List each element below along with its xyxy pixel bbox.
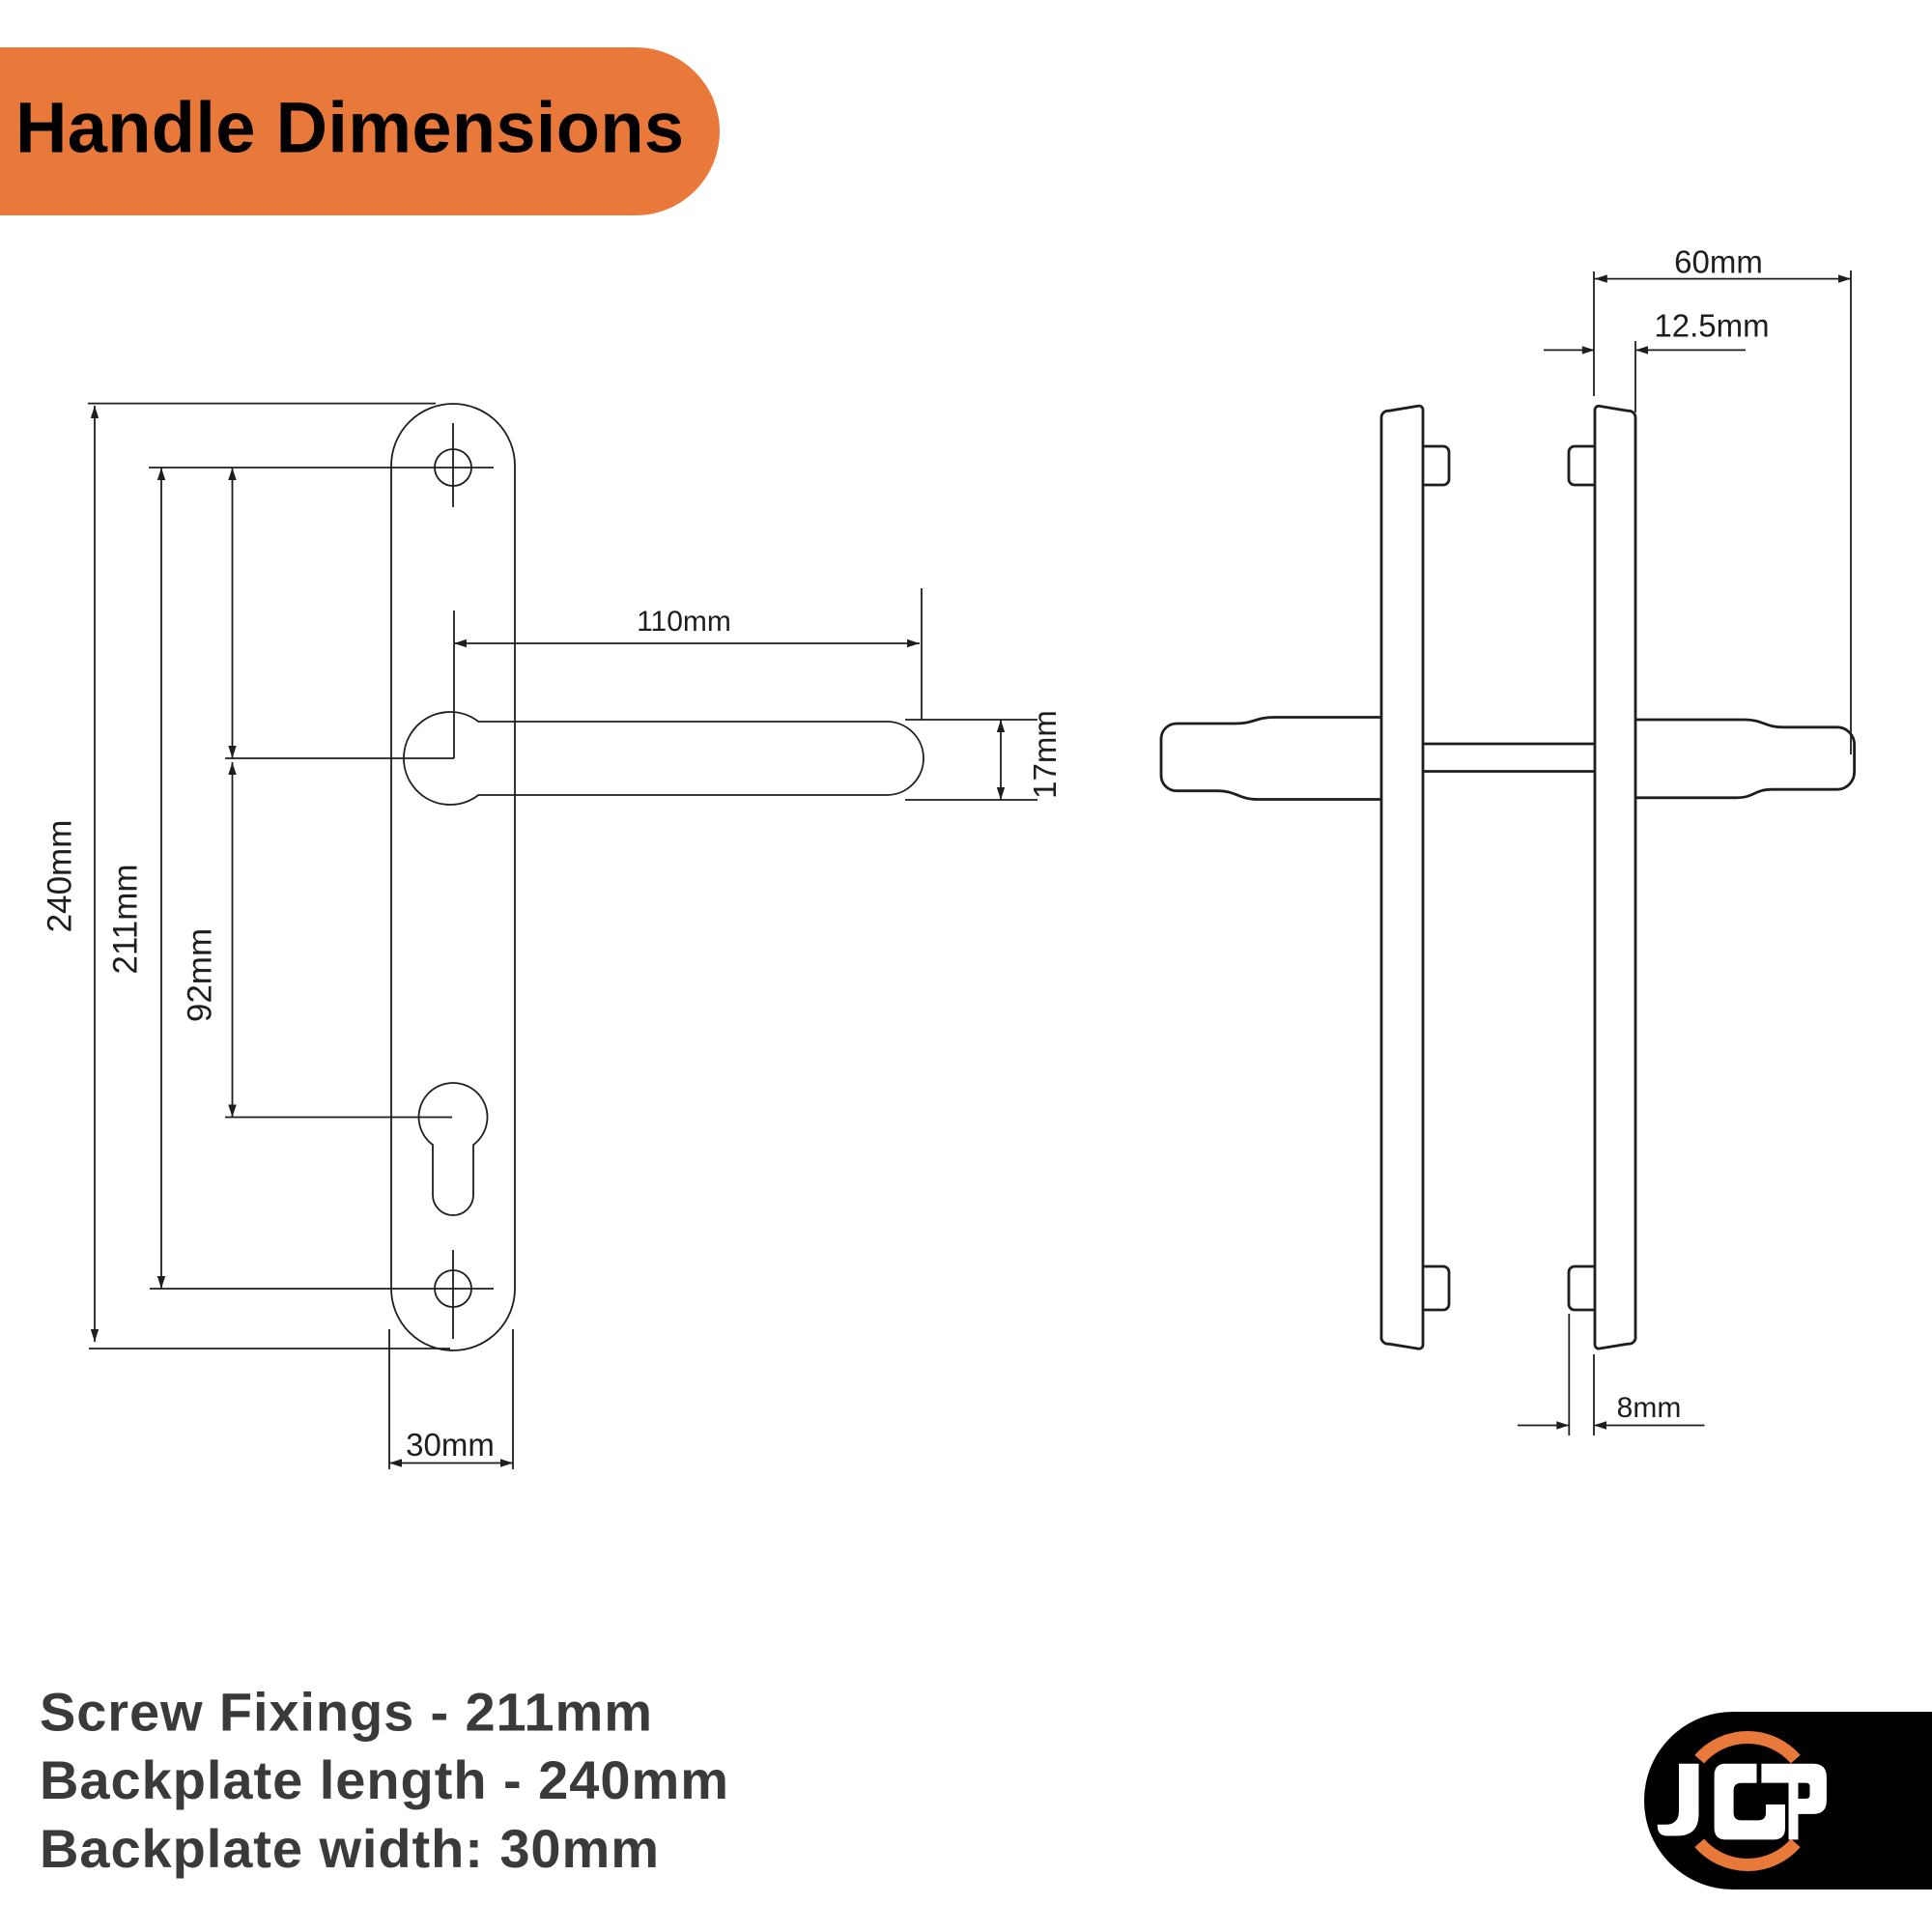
svg-text:Backplate length - 240mm: Backplate length - 240mm — [40, 1749, 728, 1810]
svg-text:30mm: 30mm — [406, 1427, 495, 1463]
svg-text:Screw Fixings - 211mm: Screw Fixings - 211mm — [40, 1682, 652, 1743]
svg-text:8mm: 8mm — [1617, 1392, 1682, 1424]
svg-text:12.5mm: 12.5mm — [1654, 307, 1769, 343]
svg-text:240mm: 240mm — [42, 820, 79, 933]
svg-text:211mm: 211mm — [107, 864, 145, 974]
svg-text:60mm: 60mm — [1674, 243, 1763, 279]
svg-text:Backplate width: 30mm: Backplate width: 30mm — [40, 1818, 659, 1879]
svg-text:110mm: 110mm — [637, 606, 731, 638]
svg-text:17mm: 17mm — [1027, 710, 1063, 799]
svg-text:Handle Dimensions: Handle Dimensions — [15, 88, 684, 168]
svg-text:92mm: 92mm — [182, 928, 219, 1022]
